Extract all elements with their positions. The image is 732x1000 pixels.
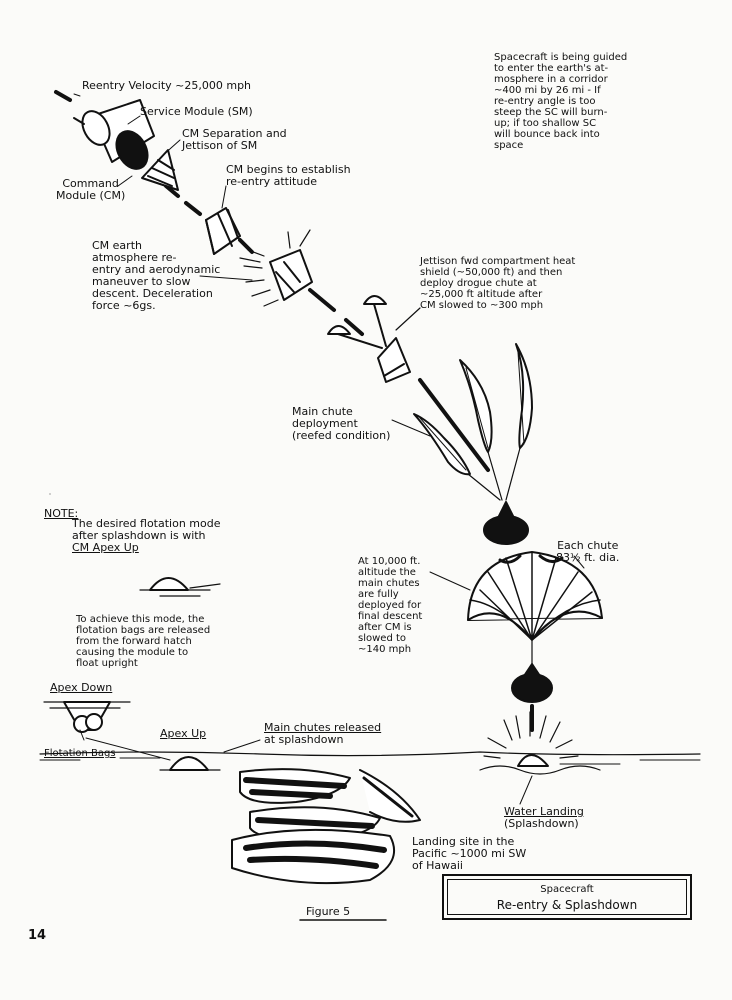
cm-under-chutes-icon bbox=[511, 673, 553, 703]
note-title: NOTE: bbox=[44, 507, 79, 520]
spacecraft-guided-note: Spacecraft is being guided to enter the … bbox=[494, 52, 628, 151]
main-chute-deployment-label: Main chute deployment (reefed condition) bbox=[292, 405, 391, 442]
reefed-main-chutes-icon bbox=[413, 343, 533, 501]
main-chutes-released-label: Main chutes released at splashdown bbox=[264, 721, 382, 746]
command-module-label: Command Module (CM) bbox=[56, 177, 126, 202]
command-module-icon bbox=[141, 149, 179, 191]
cm-apex-up-icon bbox=[139, 577, 221, 597]
cm-earth-label: CM earth atmosphere re- entry and aerody… bbox=[92, 239, 221, 312]
cm-reentry-attitude-icon bbox=[205, 207, 241, 255]
caption-line-1: Spacecraft bbox=[540, 884, 594, 895]
drogue-chute-icon bbox=[327, 295, 421, 383]
water-surface bbox=[39, 751, 701, 757]
apex-down-label: Apex Down bbox=[50, 681, 113, 694]
apex-up-label: Apex Up bbox=[160, 727, 207, 740]
leader-lines bbox=[49, 93, 585, 805]
figure-label: Figure 5 bbox=[306, 905, 351, 918]
splashdown-icon bbox=[479, 711, 601, 775]
apex-up-cm-icon bbox=[159, 756, 221, 771]
at-10000-label: At 10,000 ft. altitude the main chutes a… bbox=[358, 556, 423, 655]
each-chute-label: Each chute 83½ ft. dia. bbox=[556, 539, 620, 564]
caption-box: Spacecraft Re-entry & Splashdown bbox=[442, 874, 692, 920]
note-body: The desired flotation mode after splashd… bbox=[72, 517, 221, 554]
released-chutes-icon bbox=[231, 768, 421, 885]
service-module-icon bbox=[73, 99, 155, 170]
cm-separation-label: CM Separation and Jettison of SM bbox=[182, 127, 287, 152]
service-module-label: Service Module (SM) bbox=[140, 105, 253, 118]
flotation-bags-label: Flotation Bags bbox=[44, 748, 116, 759]
jettison-label: Jettison fwd compartment heat shield (~5… bbox=[420, 256, 576, 311]
reentry-velocity-label: Reentry Velocity ~25,000 mph bbox=[82, 79, 252, 92]
main-chutes-deployed-icon bbox=[467, 551, 603, 669]
water-landing-label: Water Landing (Splashdown) bbox=[504, 805, 584, 830]
achieve-mode-label: To achieve this mode, the flotation bags… bbox=[76, 614, 211, 669]
caption-line-2: Re-entry & Splashdown bbox=[496, 898, 638, 912]
cm-begins-label: CM begins to establish re-entry attitude bbox=[226, 163, 351, 188]
page-number: 14 bbox=[28, 928, 47, 943]
landing-site-label: Landing site in the Pacific ~1000 mi SW … bbox=[412, 835, 527, 872]
apex-down-cm-icon bbox=[43, 701, 131, 733]
cm-heat-plasma-icon bbox=[239, 229, 313, 307]
descending-cm-icon bbox=[483, 515, 529, 545]
